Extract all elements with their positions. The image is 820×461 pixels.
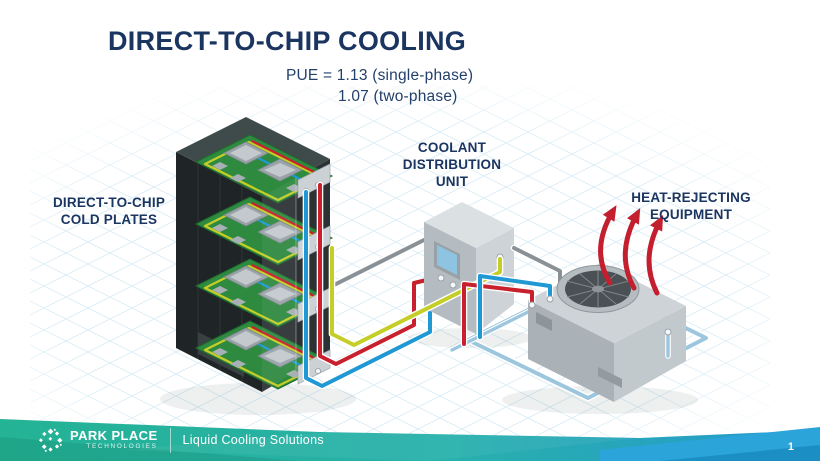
page-number: 1: [787, 441, 794, 453]
facility-loop-stub: [664, 328, 672, 356]
ground-shadows: [160, 328, 698, 415]
footer-separator: [169, 427, 171, 453]
label-heat-rejecting-equipment: HEAT-REJECTING EQUIPMENT: [612, 189, 770, 223]
label-cdu-line3: UNIT: [435, 174, 469, 189]
cdu-display-screen: [437, 245, 457, 275]
brand-name: PARK PLACE: [70, 428, 158, 444]
label-cold-plates-line2: COLD PLATES: [60, 212, 158, 227]
label-cdu-line1: COOLANT: [417, 140, 487, 155]
pue-stat-line2: 1.07 (two-phase): [338, 88, 458, 105]
isometric-grid-background: [30, 85, 770, 451]
park-place-logo-icon: [38, 428, 63, 452]
label-heat-line1: HEAT-REJECTING: [631, 190, 751, 205]
footer-tagline: Liquid Cooling Solutions: [182, 433, 324, 447]
footer-band-shapes: [0, 419, 820, 461]
label-heat-line2: EQUIPMENT: [649, 207, 733, 222]
label-cold-plates: DIRECT-TO-CHIP COLD PLATES: [28, 194, 190, 228]
server-rack: [176, 117, 334, 392]
page-title: DIRECT-TO-CHIP COOLING: [108, 26, 467, 56]
red-arch-pipe: [464, 284, 536, 344]
park-place-logo: PARK PLACE TECHNOLOGIES: [38, 428, 158, 453]
fan-grille-icon: [556, 265, 640, 313]
label-cold-plates-line1: DIRECT-TO-CHIP: [52, 195, 166, 210]
pue-stat-line1: PUE = 1.13 (single-phase): [286, 67, 474, 84]
label-cdu-line2: DISTRIBUTION: [402, 157, 502, 172]
label-coolant-distribution-unit: COOLANT DISTRIBUTION UNIT: [390, 139, 514, 190]
brand-subtitle: TECHNOLOGIES: [86, 443, 158, 451]
heat-arrows-icon: [598, 205, 664, 296]
footer: PARK PLACE TECHNOLOGIES Liquid Cooling S…: [0, 419, 820, 461]
blue-arch-pipe: [480, 276, 554, 337]
